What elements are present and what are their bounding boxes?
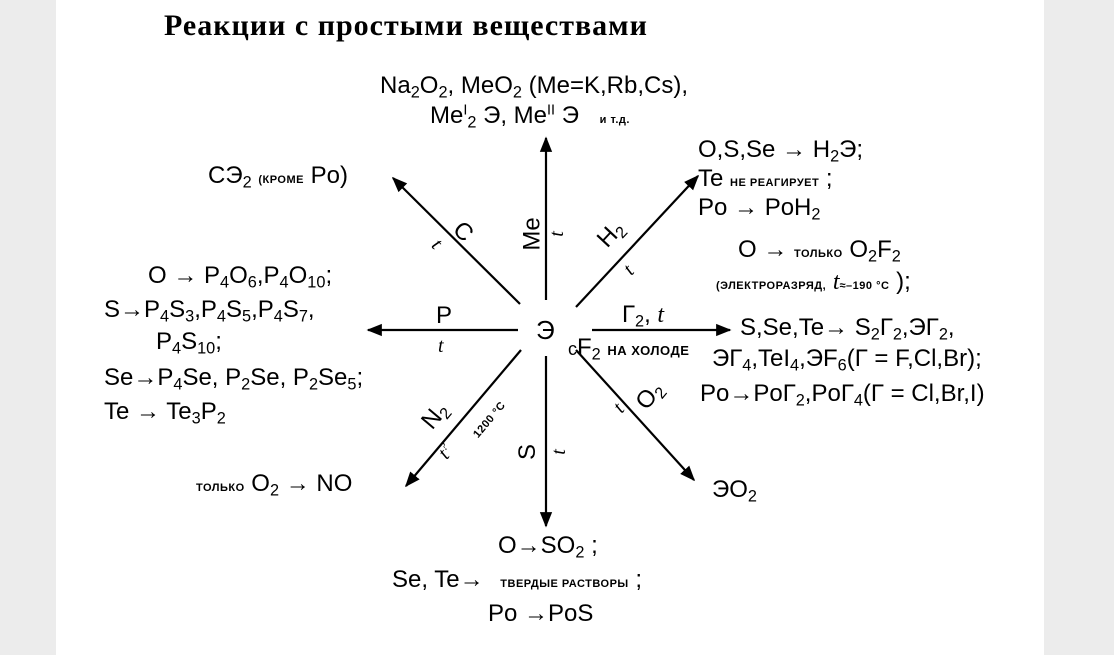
prod-p-line5: Te → Te3P2: [104, 398, 226, 428]
prod-s-line1: O→SO2 ;: [498, 532, 598, 562]
prod-hal-line1: S,Se,Te→ S2Г2,ЭГ2,: [740, 314, 955, 344]
prod-h2-line1: O,S,Se → H2Э;: [698, 136, 864, 166]
prod-me-line2: MeI2 Э, MeII Э и т.д.: [430, 102, 630, 132]
arrow-c: [391, 176, 521, 305]
arrow-n2: [405, 349, 522, 488]
prod-h2-line3: Po → PoH2: [698, 194, 821, 224]
prod-of2-line2: (ЭЛЕКТРОРАЗРЯД, t≈–190 °С );: [716, 268, 911, 295]
arrow-g2-label: Г2, t: [622, 301, 665, 331]
prod-hal-line2: ЭГ4,TeI4,ЭF6(Г = F,Cl,Br);: [712, 345, 982, 375]
arrow-me-cond: t: [545, 231, 568, 237]
prod-p-line1: O → P4O6,P4O10;: [148, 262, 333, 292]
diagram-title: Реакции с простыми веществами: [164, 9, 648, 42]
prod-of2-line1: O → ТОЛЬКО O2F2: [738, 236, 901, 266]
arrow-f2-label: cF2 НА ХОЛОДЕ: [568, 334, 690, 364]
arrows-layer: [366, 136, 732, 528]
prod-hal-line3: Po→PoГ2,PoГ4(Г = Cl,Br,I): [700, 380, 985, 410]
arrow-s-cond: t: [547, 449, 570, 455]
prod-p-line2: S→P4S3,P4S5,P4S7,: [104, 296, 315, 326]
page: Реакции с простыми веществами Э Me t H2 …: [56, 0, 1044, 655]
prod-h2-line2: Te НЕ РЕАГИРУЕТ ;: [698, 165, 833, 192]
prod-p-line4: Se→P4Se, P2Se, P2Se5;: [104, 364, 364, 394]
arrow-h2: [575, 174, 700, 308]
arrow-s-reagent: S: [514, 443, 542, 461]
arrow-p-cond: t: [438, 335, 444, 357]
arrow-me-reagent: Me: [518, 217, 546, 251]
prod-s-line3: Po →PoS: [488, 600, 594, 627]
prod-c: CЭ2 (КРОМЕ Po): [208, 162, 348, 192]
prod-p-line3: P4S10;: [156, 328, 222, 358]
prod-n2: ТОЛЬКО O2 → NO: [196, 470, 353, 500]
prod-o2: ЭO2: [712, 476, 757, 506]
arrow-p-reagent: P: [436, 302, 453, 329]
center-element: Э: [536, 315, 555, 345]
prod-s-line2: Se, Te→ ТВЕРДЫЕ РАСТВОРЫ ;: [392, 566, 643, 593]
arrow-o2: [575, 349, 696, 482]
prod-me-line1: Na2O2, MeO2 (Me=K,Rb,Cs),: [380, 72, 688, 102]
